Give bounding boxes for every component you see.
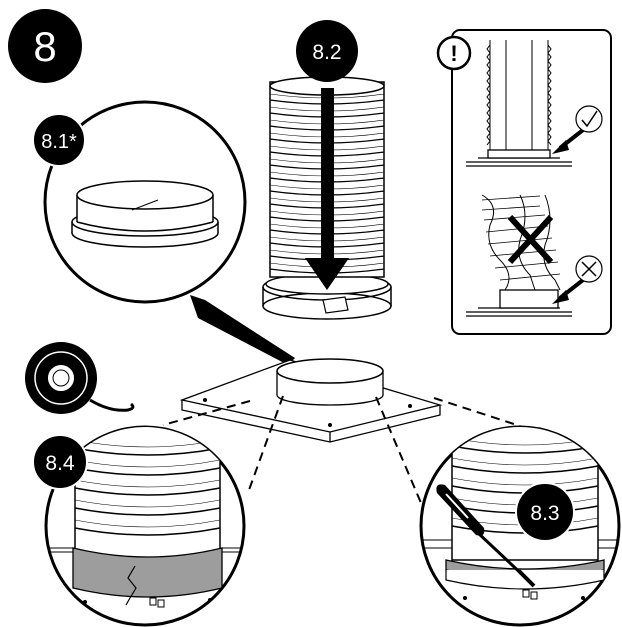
step-label-clamp: 8.3 — [530, 502, 559, 525]
zoom-circle-clamp: 8.3 — [419, 425, 621, 627]
tape-wrap — [72, 547, 223, 598]
step-label-tape: 8.4 — [45, 452, 75, 475]
step-label-ring: 8.1* — [41, 131, 77, 153]
tape-roll-icon — [25, 342, 135, 414]
collar-ring-drawing — [71, 180, 219, 248]
hose-insert-drawing: 8.2 — [262, 20, 392, 320]
check-icon — [575, 105, 603, 133]
zoom-circle-ring: 8.1* — [32, 100, 295, 365]
screwdriver-icon — [436, 484, 536, 588]
callout-lines — [162, 395, 521, 511]
incorrect-install-drawing — [466, 194, 603, 317]
warning-panel: ! — [436, 29, 612, 335]
svg-text:!: ! — [450, 41, 457, 66]
down-arrow-icon — [305, 88, 349, 290]
exclamation-icon: ! — [436, 35, 472, 71]
cross-icon — [575, 255, 603, 283]
step-badge-main: 8 — [8, 9, 82, 83]
step-label-insert: 8.2 — [312, 41, 341, 64]
correct-install-drawing — [466, 40, 603, 167]
step-label-main: 8 — [33, 23, 56, 70]
clip-fasteners — [149, 597, 165, 608]
base-plate-drawing — [179, 358, 443, 443]
zoom-circle-tape: 8.4 — [32, 425, 246, 627]
